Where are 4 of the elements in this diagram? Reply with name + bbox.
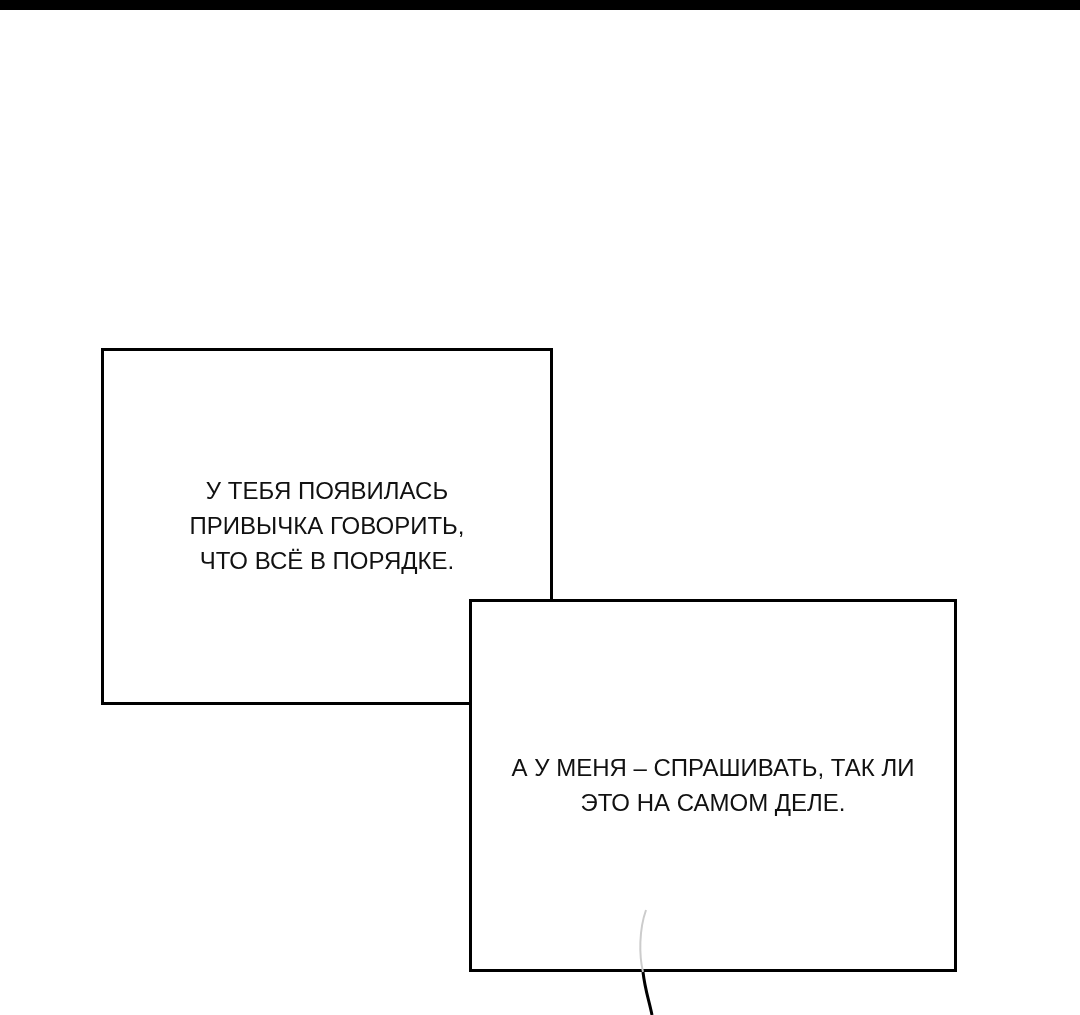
speech-box <box>469 599 957 972</box>
dialogue-text: А У МЕНЯ – СПРАШИВАТЬ, ТАК ЛИ ЭТО НА САМОМ ДЕЛЕ. <box>510 752 916 818</box>
dialogue-text: У ТЕБЯ ПОЯВИЛАСЬ ПРИВЫЧКА ГОВОРИТЬ, ЧТО ВСЁ В ПОРЯДКЕ. <box>188 476 466 576</box>
speech-box <box>101 348 553 705</box>
